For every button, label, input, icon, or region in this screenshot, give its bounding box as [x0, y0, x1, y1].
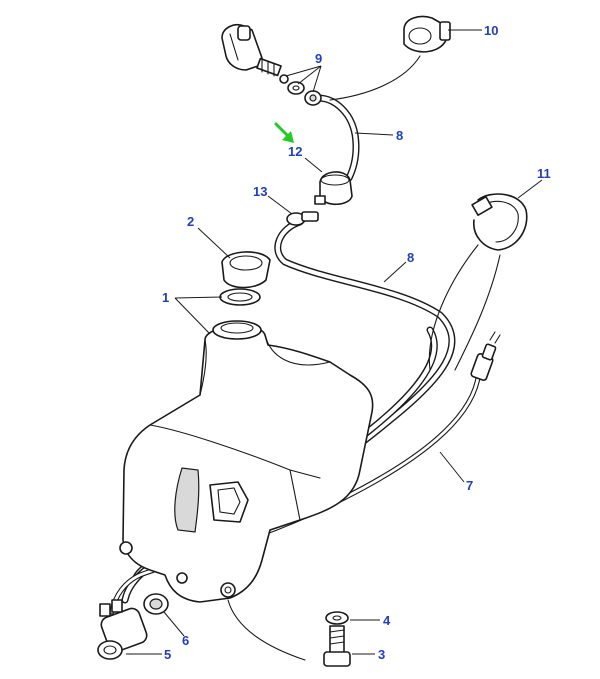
- pump-grommet: [143, 593, 169, 615]
- callout-9: 9: [315, 51, 322, 66]
- callout-4: 4: [383, 613, 391, 628]
- callout-8-upper: 8: [396, 128, 403, 143]
- callout-5: 5: [164, 647, 171, 662]
- callout-7: 7: [466, 478, 473, 493]
- indicator-arrow: [274, 122, 294, 143]
- hose-clip: [403, 15, 451, 53]
- callout-8-lower: 8: [407, 250, 414, 265]
- leader-lines: [126, 29, 543, 655]
- washer-reservoir-tank: [119, 320, 374, 603]
- callout-13: 13: [253, 184, 267, 199]
- callout-2: 2: [187, 214, 194, 229]
- filler-cap: [221, 251, 271, 289]
- fixing-screw: [323, 625, 351, 667]
- jet-fittings: [279, 74, 322, 106]
- filler-cap-seal: [219, 288, 261, 306]
- callout-6: 6: [182, 633, 189, 648]
- non-return-valve: [314, 171, 353, 206]
- callout-10: 10: [484, 23, 498, 38]
- cable-tie-strap: [471, 193, 528, 251]
- callout-labels: 10 9 8 12 13 11 2 8 1 7 4 3 6 5: [162, 23, 551, 662]
- washer-pump: [97, 599, 148, 660]
- callout-3: 3: [378, 647, 385, 662]
- fixing-washer: [325, 611, 349, 625]
- washer-jet: [221, 23, 282, 77]
- callout-1: 1: [162, 290, 169, 305]
- callout-11: 11: [537, 166, 551, 181]
- hose-elbow-connector: [286, 211, 319, 226]
- callout-12: 12: [288, 144, 302, 159]
